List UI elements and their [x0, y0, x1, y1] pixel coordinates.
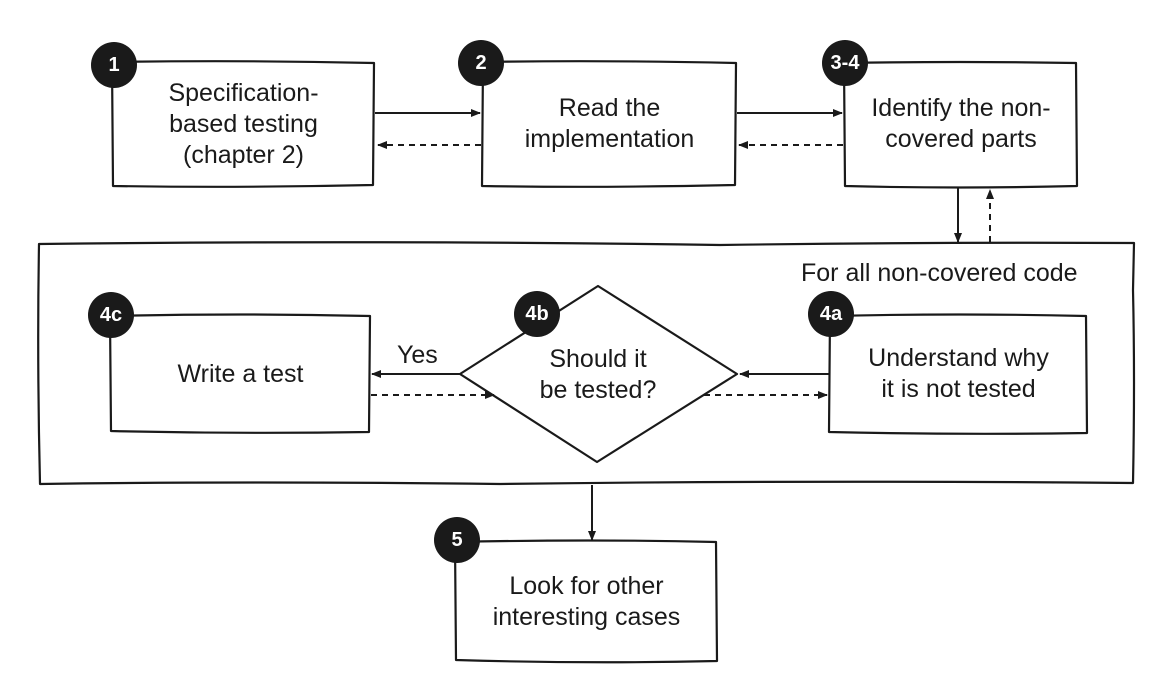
step-1-text: Specification- based testing (chapter 2)	[168, 78, 319, 169]
step-4c-text: Write a test	[177, 359, 304, 388]
step-4b-text: Should it be tested?	[539, 345, 657, 404]
step-2-text: Read the implementation	[524, 94, 695, 153]
step-4c-box	[108, 313, 372, 434]
step-4a-text: Understand why it is not tested	[868, 344, 1049, 403]
step-4a-box	[827, 313, 1089, 435]
step-5-badge: 5	[434, 517, 480, 563]
step-4b-badge: 4b	[514, 291, 560, 337]
step-1-badge: 1	[91, 42, 137, 88]
step-3-4-text: Identify the non- covered parts	[871, 94, 1051, 153]
step-3-4-badge: 3-4	[822, 40, 868, 86]
loop-label: For all non-covered code	[801, 259, 1078, 287]
yes-label: Yes	[397, 341, 438, 369]
step-3-4-box	[842, 60, 1079, 189]
step-4a-badge: 4a	[808, 291, 854, 337]
step-5-box	[453, 539, 719, 664]
step-1-box	[110, 60, 376, 188]
step-2-box	[480, 60, 738, 188]
step-2-badge: 2	[458, 40, 504, 86]
step-4c-badge: 4c	[88, 292, 134, 338]
step-5-text: Look for other interesting cases	[492, 572, 681, 631]
